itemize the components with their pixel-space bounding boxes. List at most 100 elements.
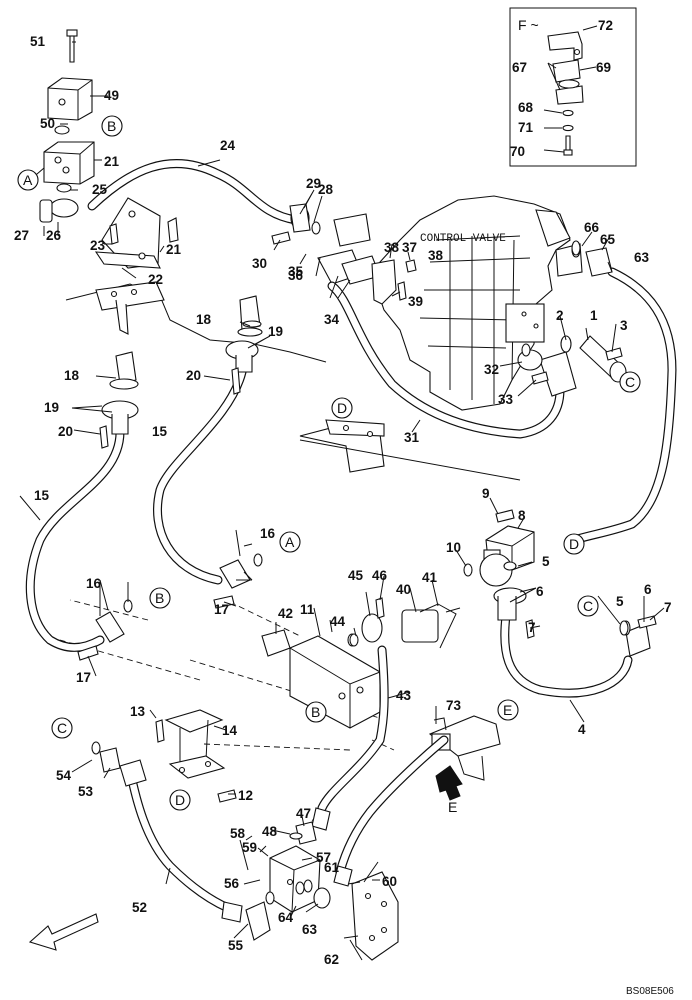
part-callout: 68 [518, 100, 534, 115]
connection-marker-letter: B [311, 704, 320, 720]
part-callout: 29 [306, 176, 321, 191]
part-callout: 23 [90, 238, 106, 253]
part-callout: 1 [590, 308, 598, 323]
part-callout: 60 [382, 874, 397, 889]
part-callout: 20 [186, 368, 201, 383]
part-callout: 36 [288, 268, 304, 283]
part-callout: 10 [446, 540, 461, 555]
part-callout: 42 [278, 606, 293, 621]
part-callout: 33 [498, 392, 514, 407]
detail-box-title: F ~ [518, 17, 539, 33]
part-callout: 48 [262, 824, 278, 839]
part-callout: 21 [166, 242, 182, 257]
part-callout: 67 [512, 60, 527, 75]
part-callout: 9 [482, 486, 490, 501]
part-callout: 61 [324, 860, 340, 875]
part-callout: 4 [578, 722, 586, 737]
front-direction-arrow-icon [28, 913, 99, 951]
drawing-code: BS08E506 [626, 986, 674, 997]
part-callout: 25 [92, 182, 108, 197]
connection-marker-letter: C [583, 598, 593, 614]
part-callout: 12 [238, 788, 253, 803]
part-callout: 18 [64, 368, 80, 383]
part-callout: 19 [44, 400, 59, 415]
connection-marker-letter: B [107, 118, 116, 134]
part-callout: 6 [644, 582, 652, 597]
part-callout: 38 [428, 248, 444, 263]
fittings [39, 29, 657, 941]
part-callout: 3 [620, 318, 628, 333]
connection-marker-letter: D [569, 536, 579, 552]
mounting-plates [65, 197, 521, 961]
part-callout: 66 [584, 220, 600, 235]
part-callout: 63 [302, 922, 318, 937]
part-callout: 24 [220, 138, 236, 153]
part-callout: 7 [664, 600, 672, 615]
part-callout: 63 [634, 250, 650, 265]
connection-marker-letter: A [285, 534, 295, 550]
part-callout: 59 [242, 840, 257, 855]
part-callout: 72 [598, 18, 613, 33]
part-callout: 17 [76, 670, 91, 685]
connection-marker-letter: D [337, 400, 347, 416]
part-callout: 7 [528, 620, 536, 635]
part-callout: 65 [600, 232, 616, 247]
part-callout: 16 [260, 526, 276, 541]
part-callout: 13 [130, 704, 146, 719]
part-callout: 47 [296, 806, 311, 821]
part-callout: 54 [56, 768, 72, 783]
part-callout: 35 [288, 264, 304, 279]
connection-marker-letter: D [175, 792, 185, 808]
part-callout: 5 [616, 594, 624, 609]
connection-marker-letter: C [625, 374, 635, 390]
part-callout: 8 [518, 508, 526, 523]
part-callout: 15 [152, 424, 168, 439]
part-callout: 5 [542, 554, 550, 569]
detail-box-f: F ~ [509, 7, 637, 167]
part-callout: 62 [324, 952, 339, 967]
part-callout: 26 [46, 228, 62, 243]
part-callout: 69 [596, 60, 611, 75]
part-callout: 43 [396, 688, 412, 703]
part-callout: 39 [408, 294, 423, 309]
part-callout: 57 [316, 850, 331, 865]
part-callout: 32 [484, 362, 499, 377]
part-callout: 71 [518, 120, 534, 135]
control-valve-label: CONTROL VALVE [420, 233, 506, 245]
part-callout: 17 [214, 602, 229, 617]
connection-marker-letter: C [57, 720, 67, 736]
leader-lines [19, 41, 665, 961]
part-callout: 38 [384, 240, 400, 255]
part-callout: 20 [58, 424, 73, 439]
part-callout: 34 [324, 312, 340, 327]
part-callout: 16 [86, 576, 102, 591]
part-callout: 27 [14, 228, 29, 243]
connection-marker-letter: E [503, 702, 512, 718]
direction-arrows [28, 765, 463, 951]
part-callout: 52 [132, 900, 147, 915]
part-callout: 64 [278, 910, 294, 925]
part-callout: 31 [404, 430, 420, 445]
part-callout: 50 [40, 116, 55, 131]
part-callout: 51 [30, 34, 46, 49]
part-callout: 46 [372, 568, 388, 583]
part-callout: 49 [104, 88, 119, 103]
part-callout: 55 [228, 938, 244, 953]
part-callout: 30 [252, 256, 267, 271]
part-callout: 19 [268, 324, 283, 339]
connection-marker-letter: B [155, 590, 164, 606]
part-callout: 11 [300, 602, 315, 617]
part-callout: 6 [536, 584, 544, 599]
part-callout: 45 [348, 568, 364, 583]
part-callout: 53 [78, 784, 94, 799]
part-callout: 58 [230, 826, 246, 841]
part-callout: 70 [510, 144, 525, 159]
part-callout: 56 [224, 876, 240, 891]
part-callout: 41 [422, 570, 438, 585]
connection-markers [17, 115, 641, 811]
part-callout: 15 [34, 488, 50, 503]
part-callout: 2 [556, 308, 564, 323]
